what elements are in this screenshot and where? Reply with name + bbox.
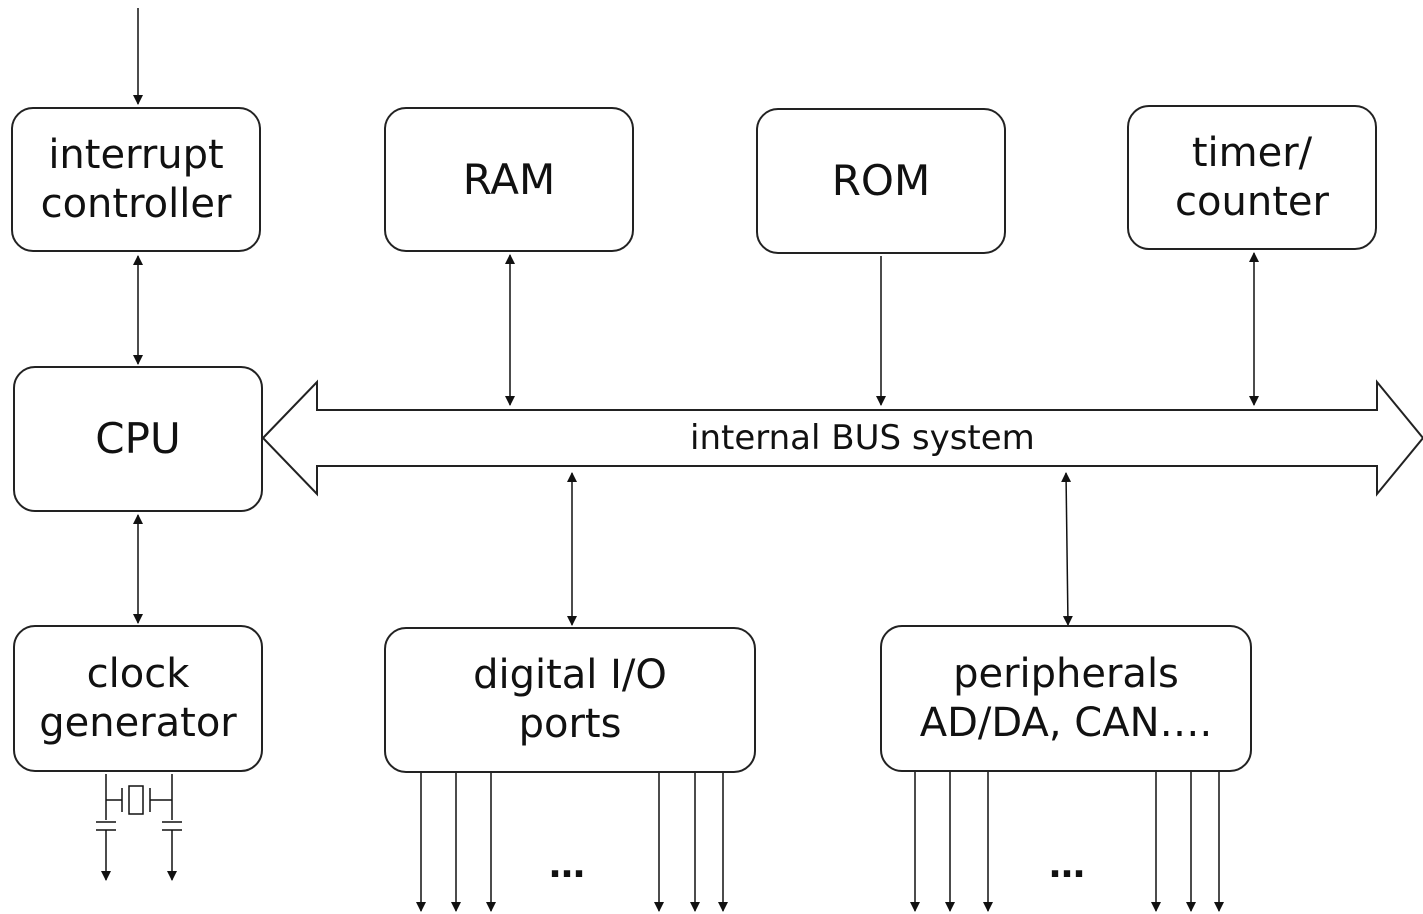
digital-io-line2: ports: [518, 701, 622, 747]
ram-label: RAM: [462, 154, 556, 204]
peripherals-line2: AD/DA, CAN….: [919, 699, 1213, 746]
io-pins-ellipsis: …: [549, 845, 585, 886]
ram-block: RAM: [384, 107, 634, 252]
interrupt-controller-line1: interrupt: [48, 131, 224, 178]
rom-label: ROM: [831, 156, 931, 206]
clock-generator-line2: generator: [39, 699, 237, 746]
internal-bus-label: internal BUS system: [690, 418, 1035, 458]
clock-generator-block: clock generator: [13, 625, 263, 772]
io-output-pins: [416, 772, 728, 912]
timer-counter-block: timer/ counter: [1127, 105, 1377, 250]
interrupt-controller-block: interrupt controller: [11, 107, 261, 252]
rom-block: ROM: [756, 108, 1006, 254]
crystal-oscillator-icon: [96, 774, 182, 881]
clock-generator-line1: clock: [86, 650, 190, 697]
cpu-block: CPU: [13, 366, 263, 512]
peripheral-output-pins: [910, 772, 1224, 912]
timer-counter-line2: counter: [1175, 178, 1329, 225]
peripherals-block: peripherals AD/DA, CAN….: [880, 625, 1252, 772]
peripherals-line1: peripherals: [953, 650, 1179, 697]
digital-io-block: digital I/O ports: [384, 627, 756, 773]
internal-bus-arrow: [261, 379, 1423, 497]
cpu-label: CPU: [95, 414, 181, 464]
interrupt-controller-line2: controller: [40, 180, 232, 227]
bus-peripherals-link: [1061, 472, 1073, 626]
peripheral-pins-ellipsis: …: [1049, 845, 1085, 886]
digital-io-line1: digital I/O: [473, 652, 667, 699]
timer-counter-line1: timer/: [1191, 129, 1313, 176]
